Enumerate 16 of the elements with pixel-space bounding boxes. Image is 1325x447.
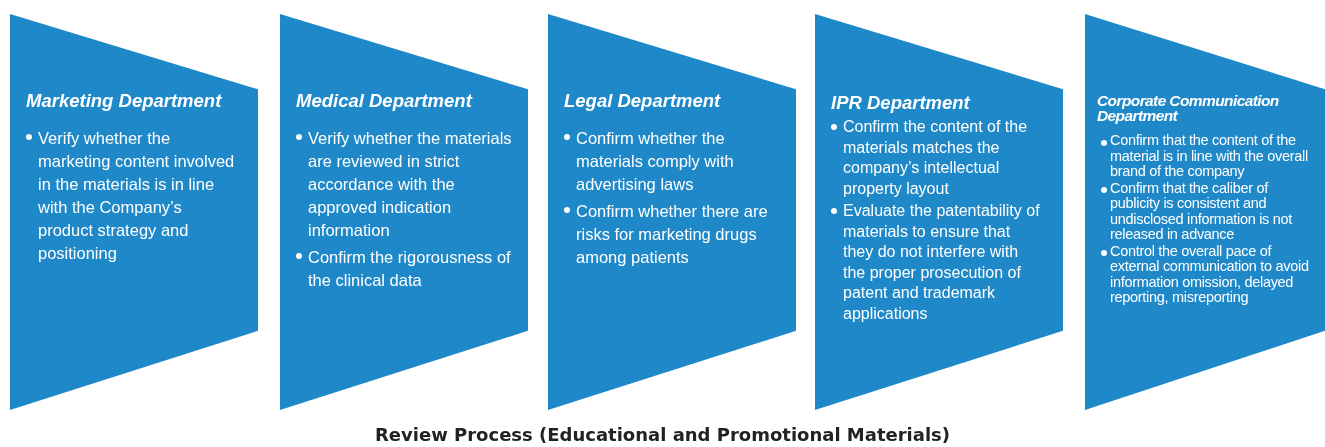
- department-heading: Marketing Department: [26, 92, 223, 111]
- bullet-text: Confirm that the content of the material is in line with the overall brand of the company: [1099, 133, 1317, 180]
- bullet-text: Confirm whether there are risks for marketing drugs among patients: [562, 200, 772, 269]
- department-heading: Legal Department: [564, 92, 722, 111]
- bullet-text: Verify whether the marketing content involved in the materials is in line with the Company’s product strategy and positioning: [24, 127, 236, 265]
- caption: Review Process (Educational and Promotional Materials): [373, 424, 951, 445]
- department-heading: Corporate Communication Department: [1097, 94, 1280, 124]
- bullet-text: Confirm the content of the materials matches the company’s intellectual property layout: [829, 117, 1044, 199]
- bullet-text: Verify whether the materials are reviewed in strict accordance with the approved indication information: [294, 127, 524, 242]
- bullet-text: Confirm the rigorousness of the clinical data: [294, 246, 524, 292]
- department-heading: Medical Department: [296, 92, 474, 111]
- bullet-text: Confirm that the caliber of publicity is consistent and undisclosed information is not released in advance: [1099, 180, 1317, 243]
- bullet-text: Control the overall pace of external communication to avoid information omission, delayed reporting, misreporting: [1099, 243, 1317, 306]
- bullet-text: Confirm whether the materials comply with advertising laws: [562, 127, 772, 196]
- bullet-text: Evaluate the patentability of materials to ensure that they do not interfere with the proper prosecution of patent and trademark applications: [829, 201, 1044, 324]
- department-heading: IPR Department: [831, 94, 972, 113]
